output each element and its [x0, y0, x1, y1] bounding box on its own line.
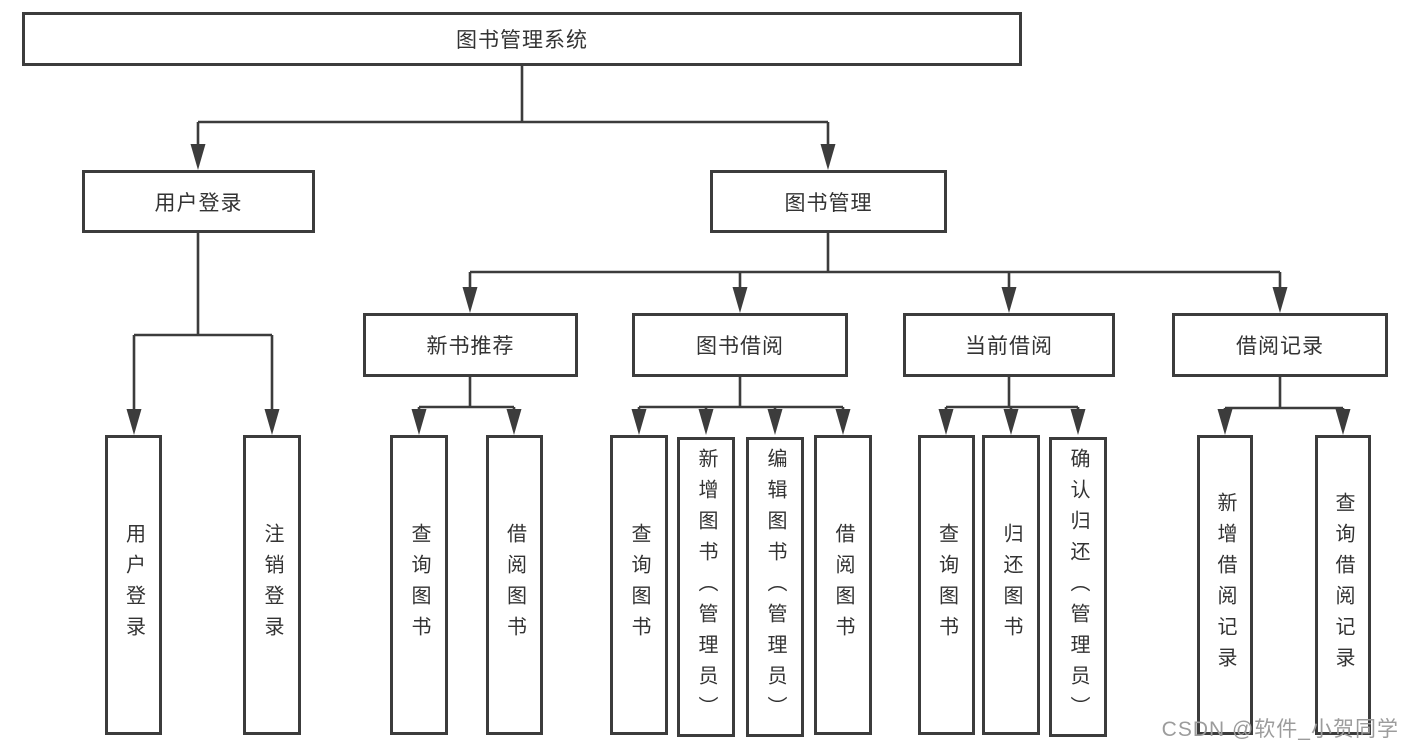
leaf-query-books-borrowing: 查询图书: [610, 435, 668, 735]
leaf-user-login: 用户登录: [105, 435, 162, 735]
leaf-add-borrow-record: 新增借阅记录: [1197, 435, 1253, 735]
node-book-borrowing-label: 图书借阅: [696, 335, 784, 358]
leaf-query-books-recommend-label: 查询图书: [408, 523, 430, 647]
node-new-book-recommend-label: 新书推荐: [426, 335, 515, 358]
connector-book-borrowing-to-children: [631, 377, 851, 435]
leaf-return-books-label: 归还图书: [1000, 523, 1022, 647]
leaf-edit-books-admin: 编辑图书（管理员）: [746, 437, 804, 737]
leaf-query-books-current-label: 查询图书: [935, 523, 958, 647]
node-book-management-label: 图书管理: [784, 191, 873, 215]
leaf-add-books-admin-label: 新增图书（管理员）: [695, 447, 717, 727]
csdn-watermark: CSDN @软件_小贺同学: [1161, 718, 1399, 741]
connector-root-to-children: [190, 66, 836, 170]
node-borrowing-records-label: 借阅记录: [1236, 335, 1324, 358]
leaf-borrow-books-label: 借阅图书: [832, 523, 854, 647]
leaf-query-borrow-record-label: 查询借阅记录: [1332, 492, 1354, 678]
leaf-user-login-label: 用户登录: [122, 523, 145, 647]
leaf-return-books: 归还图书: [982, 435, 1040, 735]
leaf-borrow-books-recommend-label: 借阅图书: [503, 523, 526, 647]
leaf-add-books-admin: 新增图书（管理员）: [677, 437, 735, 737]
leaf-edit-books-admin-label: 编辑图书（管理员）: [764, 447, 786, 727]
node-borrowing-records: 借阅记录: [1172, 313, 1388, 377]
node-user-login-label: 用户登录: [154, 191, 243, 215]
node-book-borrowing: 图书借阅: [632, 313, 848, 377]
leaf-borrow-books-recommend: 借阅图书: [486, 435, 543, 735]
leaf-query-books-borrowing-label: 查询图书: [628, 523, 650, 647]
node-user-login: 用户登录: [82, 170, 315, 233]
leaf-query-borrow-record: 查询借阅记录: [1315, 435, 1371, 735]
node-new-book-recommend: 新书推荐: [363, 313, 578, 377]
node-current-borrowing: 当前借阅: [903, 313, 1115, 377]
leaf-borrow-books: 借阅图书: [814, 435, 872, 735]
node-book-management: 图书管理: [710, 170, 947, 233]
connector-book-management-to-children: [462, 233, 1288, 313]
connector-new-book-recommend-to-children: [411, 377, 522, 435]
leaf-query-books-recommend: 查询图书: [390, 435, 448, 735]
leaf-logout-label: 注销登录: [261, 523, 283, 647]
leaf-logout: 注销登录: [243, 435, 301, 735]
leaf-confirm-return-admin: 确认归还（管理员）: [1049, 437, 1107, 737]
node-library-system-label: 图书管理系统: [456, 29, 588, 52]
connector-user-login-to-children: [126, 233, 280, 435]
leaf-query-books-current: 查询图书: [918, 435, 975, 735]
leaf-add-borrow-record-label: 新增借阅记录: [1214, 492, 1236, 678]
node-library-system: 图书管理系统: [22, 12, 1022, 66]
connector-current-borrowing-to-children: [938, 377, 1086, 435]
connector-borrowing-records-to-children: [1217, 377, 1351, 435]
node-current-borrowing-label: 当前借阅: [965, 335, 1053, 358]
leaf-confirm-return-admin-label: 确认归还（管理员）: [1067, 447, 1089, 727]
